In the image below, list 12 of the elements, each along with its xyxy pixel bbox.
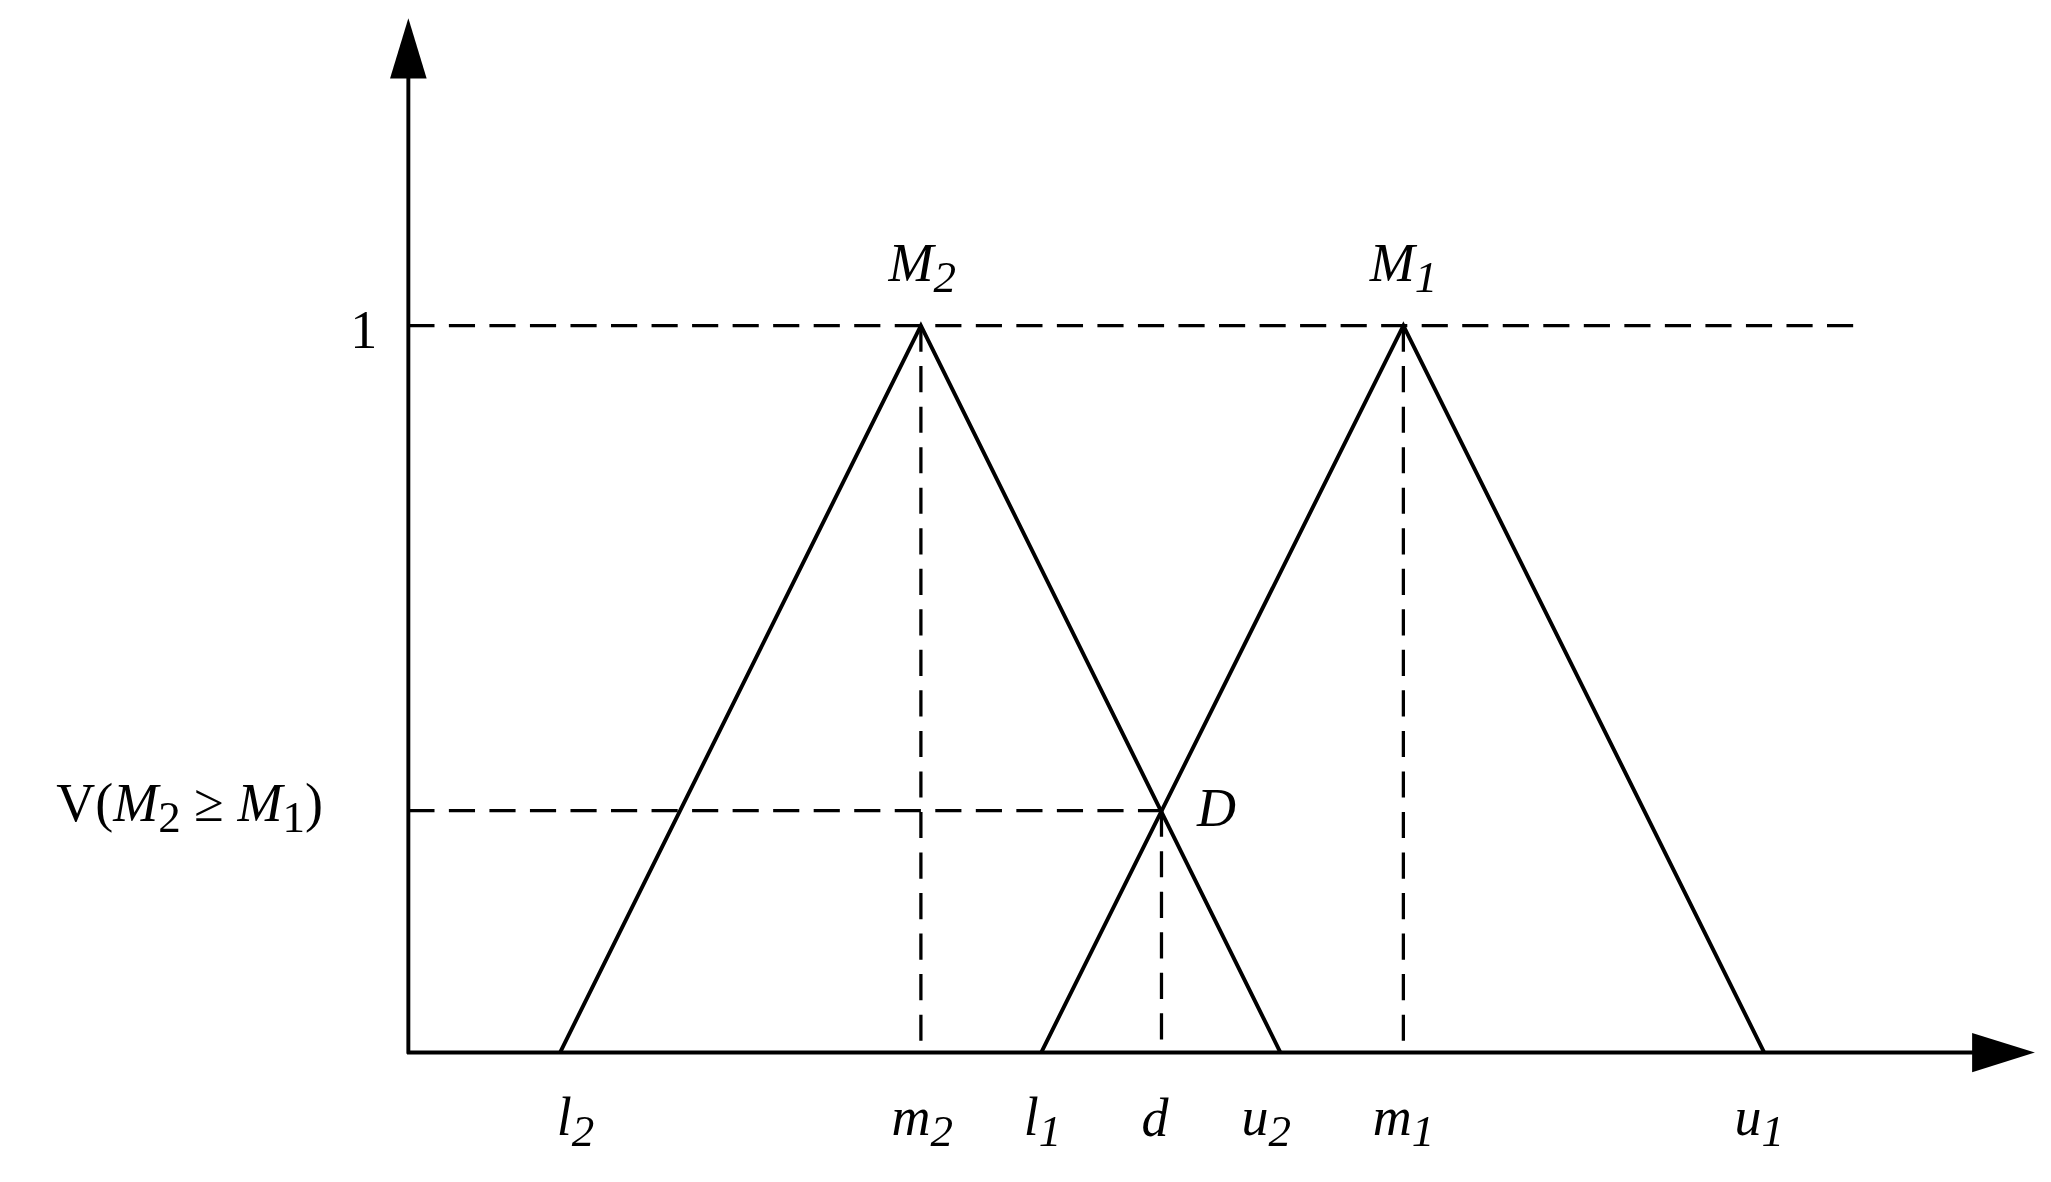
axis-point-label: u$_{1}$ (1734, 1089, 1785, 1155)
axis-value-label: 1 (350, 302, 378, 357)
point-label: D (1196, 781, 1236, 836)
axis-point-label: m$_{1}$ (1372, 1089, 1435, 1155)
peak-label: M$_{1}$ (1369, 235, 1438, 301)
degree-label: V(M$_{2}$ ≥ M$_{1}$) (56, 775, 323, 841)
axis-point-label: m$_{2}$ (891, 1089, 953, 1155)
axis-point-label: d (1141, 1091, 1169, 1146)
axis-point-label: u$_{2}$ (1241, 1089, 1291, 1155)
axis-point-label: l$_{1}$ (1023, 1089, 1062, 1155)
peak-label: M$_{2}$ (888, 235, 956, 301)
axis-point-label: l$_{2}$ (556, 1089, 595, 1155)
